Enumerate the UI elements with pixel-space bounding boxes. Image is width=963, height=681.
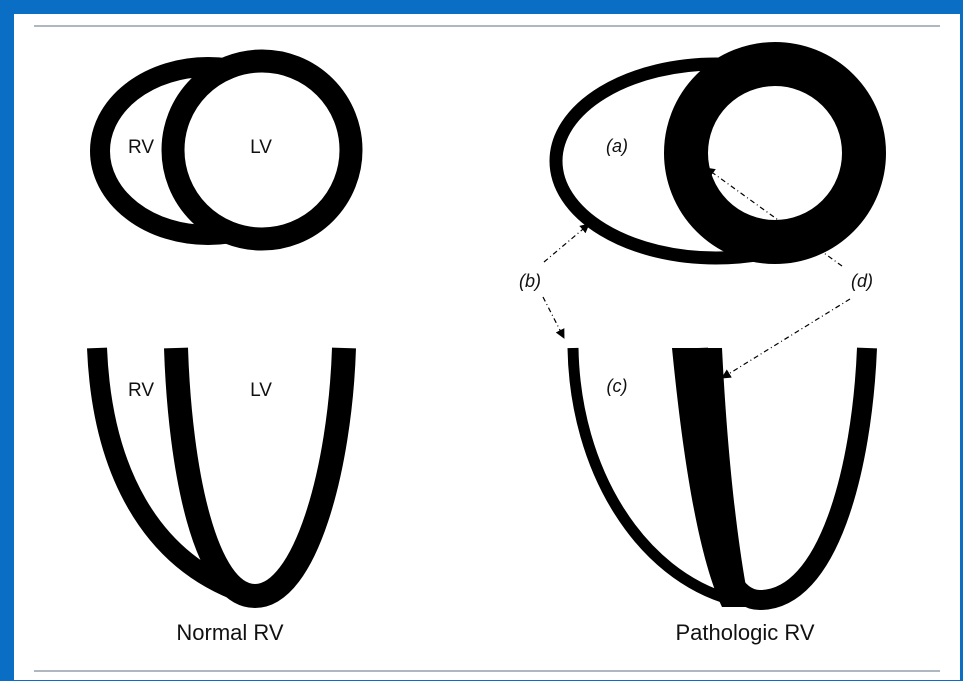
normal-long-lv-label: LV <box>250 380 272 401</box>
pathologic-caption: Pathologic RV <box>675 620 814 645</box>
label-c: (c) <box>607 376 628 396</box>
normal-short-lv-label: LV <box>250 137 272 158</box>
arrow-d-down <box>722 299 850 378</box>
arrow-b-down <box>543 297 564 338</box>
normal-long-axis: RV LV <box>97 348 344 596</box>
label-b: (b) <box>519 271 541 291</box>
pathologic-long-axis: (c) <box>573 348 867 607</box>
arrow-b-up <box>544 224 589 262</box>
normal-short-rv-label: RV <box>128 137 154 158</box>
normal-short-axis: RV LV <box>100 61 351 239</box>
pathologic-septum-thick <box>672 348 750 607</box>
label-a: (a) <box>606 136 628 156</box>
pathologic-short-axis: (a) <box>556 64 876 258</box>
normal-long-rv-label: RV <box>128 380 154 401</box>
pathologic-lv-wall <box>686 64 864 242</box>
normal-caption: Normal RV <box>176 620 284 645</box>
label-d: (d) <box>851 271 873 291</box>
